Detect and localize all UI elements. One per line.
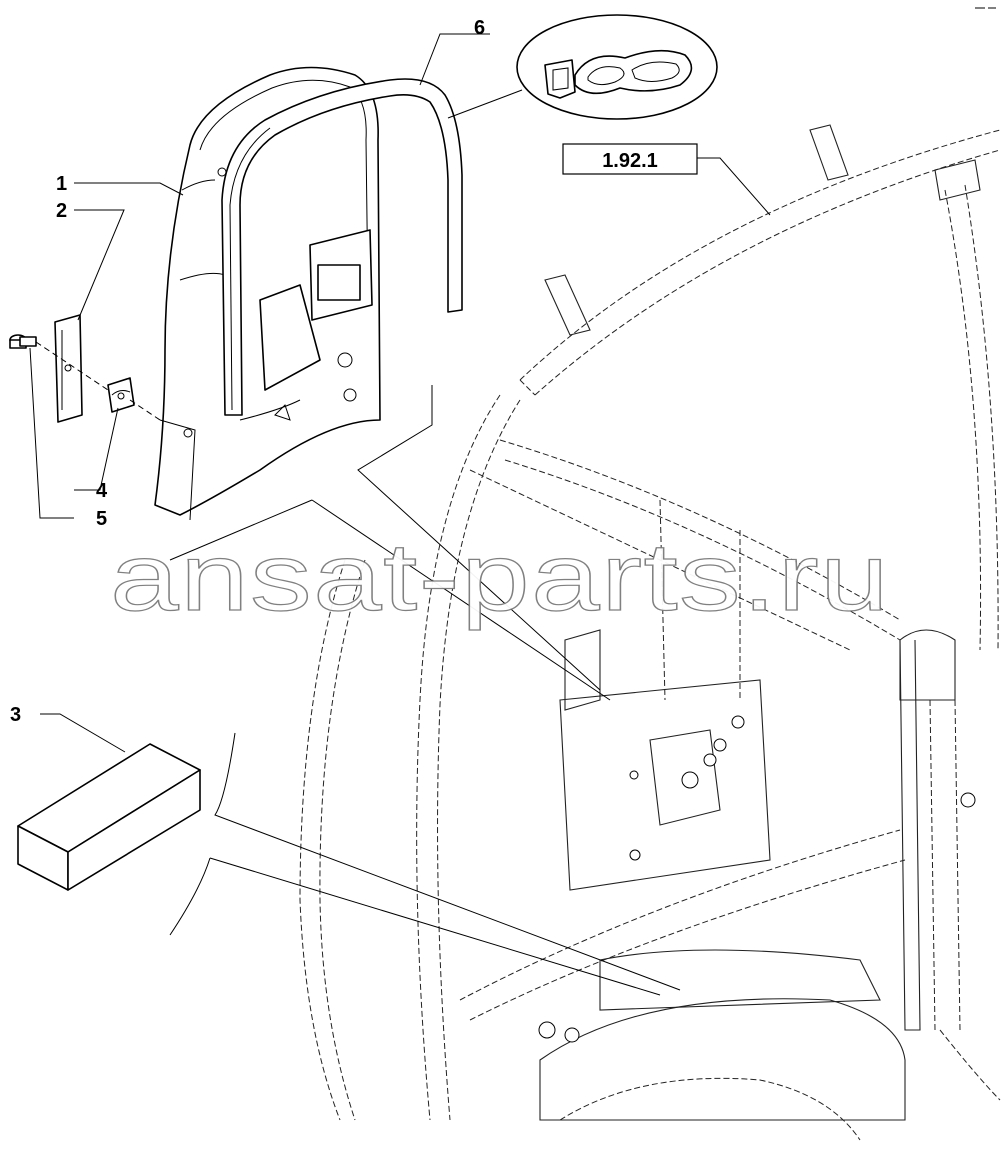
part-2-clip-plate	[54, 314, 83, 423]
projection-3a	[214, 732, 681, 991]
leader-5	[29, 347, 74, 519]
leader-1	[74, 182, 184, 196]
leader-3	[40, 713, 126, 753]
leader-2	[74, 209, 125, 321]
part-5-bolt	[9, 334, 37, 349]
reference-box-frame	[562, 143, 698, 175]
assembly-axis	[35, 341, 109, 391]
projection-3c	[209, 857, 661, 996]
leader-lines	[29, 33, 771, 996]
cab-frame	[299, 124, 1001, 1141]
callout-6: 6	[474, 17, 485, 39]
callout-1: 1	[56, 173, 67, 195]
callout-2: 2	[56, 200, 67, 222]
seal-section-detail	[516, 14, 718, 120]
leader-6-bubble	[447, 89, 523, 119]
reference-box: 1.92.1	[562, 143, 698, 175]
part-4-bracket	[107, 377, 135, 413]
leader-4	[74, 407, 119, 491]
projection-1b	[169, 499, 313, 561]
assembly-axis-2	[129, 399, 161, 421]
projection-3b	[169, 857, 211, 936]
reference-label: 1.92.1	[602, 150, 658, 172]
part-6-door-seal	[221, 78, 463, 416]
projection-1a	[357, 385, 601, 691]
projection-1c	[311, 499, 611, 701]
callout-5: 5	[96, 508, 107, 530]
callout-4: 4	[96, 480, 108, 502]
leader-ref	[697, 157, 771, 216]
part-3-block	[17, 743, 201, 891]
leader-6	[419, 33, 490, 86]
watermark-text: ansat-parts.ru	[110, 524, 890, 631]
callout-3: 3	[10, 704, 21, 726]
part-1-trim-panel	[154, 66, 381, 521]
